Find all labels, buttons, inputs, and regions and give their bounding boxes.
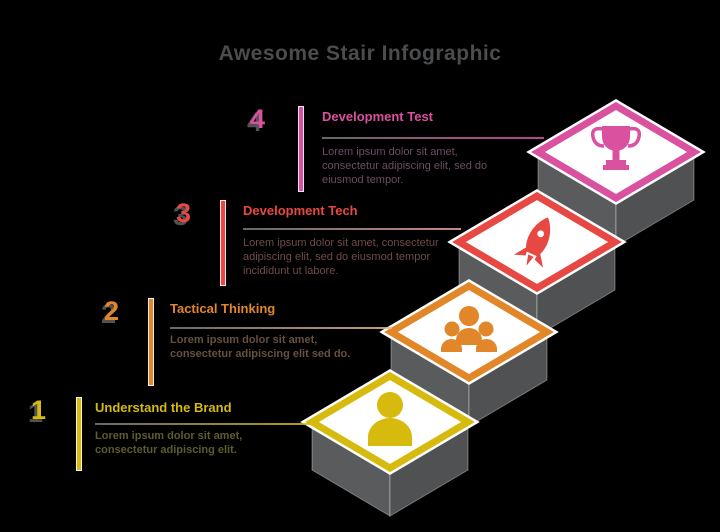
stair-step-4	[526, 99, 706, 247]
step1-connector-line	[95, 423, 313, 425]
step3-description: Lorem ipsum dolor sit amet, consectetur …	[243, 237, 439, 277]
stair-step-1	[300, 369, 480, 517]
step2-bar	[148, 298, 154, 386]
step2-label: Tactical Thinking	[170, 301, 276, 316]
step3-connector-line	[243, 228, 461, 230]
step3-label: Development Tech	[243, 203, 358, 218]
step1-label: Understand the Brand	[95, 400, 232, 415]
step1-description: Lorem ipsum dolor sit amet, consectetur …	[95, 430, 243, 456]
step4-label: Development Test	[322, 109, 434, 124]
step2-number: 2	[104, 296, 120, 326]
team-icon	[441, 306, 497, 352]
step4-description: Lorem ipsum dolor sit amet, consectetur …	[322, 146, 488, 186]
step1-number: 1	[31, 395, 47, 425]
page-title: Awesome Stair Infographic	[218, 42, 502, 65]
step4-bar	[298, 106, 304, 192]
step2-description: Lorem ipsum dolor sit amet, consectetur …	[170, 334, 351, 360]
step4-number: 4	[250, 104, 266, 134]
step4-connector-line	[322, 137, 544, 139]
person-icon	[368, 392, 412, 446]
stair-step-2	[379, 279, 559, 427]
step1-bar	[76, 397, 82, 471]
step2-connector-line	[170, 327, 392, 329]
rocket-icon	[513, 217, 551, 268]
trophy-icon	[590, 126, 642, 170]
step3-bar	[220, 200, 226, 286]
step3-number: 3	[176, 198, 192, 228]
